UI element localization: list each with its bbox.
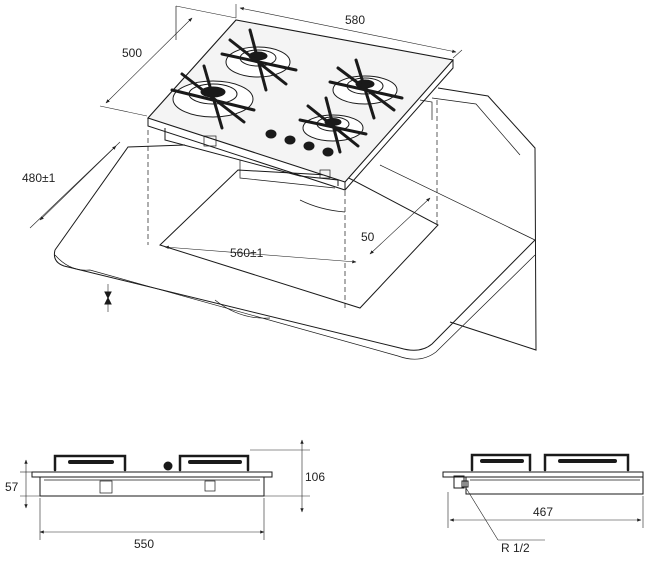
dim-depth-top: 500 (99, 5, 237, 117)
label-width-top: 580 (345, 13, 365, 27)
label-height-body: 57 (5, 480, 19, 494)
front-body (39, 476, 265, 497)
label-front-clearance: 50 (361, 230, 375, 244)
side-glass-top (442, 471, 644, 478)
dim-width-top: 580 (235, 4, 463, 59)
front-grates (53, 454, 250, 472)
isometric-view: 500 580 480±1 560±1 50 (22, 4, 537, 360)
dim-width-cutout: 560±1 (164, 245, 357, 264)
side-elevation: 467 R 1/2 (442, 453, 644, 555)
burner-rear-left (220, 28, 298, 92)
label-height-total: 106 (305, 470, 325, 484)
dim-depth-body: 467 (447, 492, 644, 528)
gas-connector (453, 475, 469, 489)
burner-front-left (170, 64, 256, 130)
burner-front-right (298, 96, 368, 154)
dim-width-body: 550 (39, 498, 265, 551)
gas-connection-leader: R 1/2 (465, 487, 545, 555)
dim-front-clearance: 50 (361, 197, 431, 255)
label-depth-body: 467 (533, 505, 553, 519)
control-knobs (265, 129, 334, 157)
label-depth-cutout: 480±1 (22, 171, 56, 185)
label-width-body: 550 (134, 537, 154, 551)
label-depth-top: 500 (122, 46, 142, 60)
front-elevation: 106 57 550 (5, 439, 325, 551)
dim-height-total: 106 (250, 439, 325, 513)
label-gas-connection: R 1/2 (501, 541, 530, 555)
dim-depth-cutout: 480±1 (22, 141, 121, 229)
front-glass-top (31, 471, 273, 478)
countertop (53, 144, 536, 360)
dim-height-body: 57 (5, 459, 40, 509)
hob-top (147, 19, 455, 191)
burner-rear-right (328, 58, 404, 120)
cutout-opening (159, 169, 439, 319)
label-width-cutout: 560±1 (230, 246, 264, 260)
side-body (465, 476, 644, 495)
side-grates (470, 453, 630, 472)
dim-countertop-thickness (104, 284, 112, 312)
wall-panel (431, 87, 537, 351)
projection-lines (147, 100, 438, 308)
